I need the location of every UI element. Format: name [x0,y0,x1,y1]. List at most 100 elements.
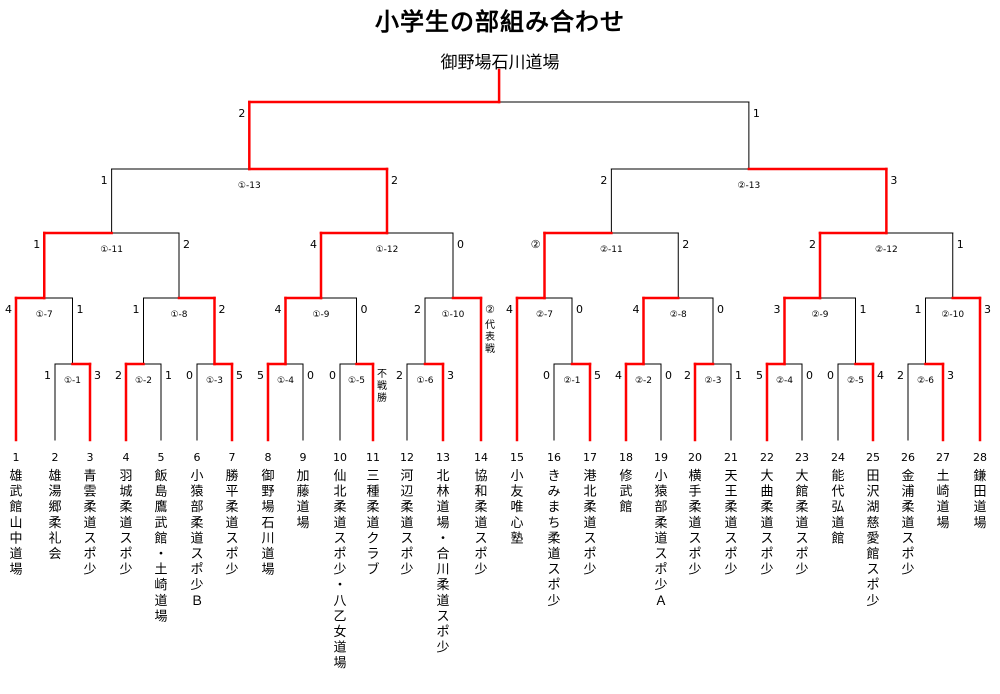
team-number: 21 [724,451,738,464]
team-number: 4 [123,451,130,464]
score-left: 1 [33,238,40,251]
team-name: 天王柔道スポ少 [724,469,737,578]
score-right: 5 [594,369,601,382]
score-right: 0 [717,303,724,316]
team-number: 10 [333,451,347,464]
score-left: 5 [257,369,264,382]
match-label: ②-13 [737,181,760,191]
match-label: ②-9 [811,310,828,320]
match-label: ②-1 [563,376,580,386]
score-right: 1 [77,303,84,316]
team-name: 田沢湖慈愛館スポ少 [866,469,879,609]
score-left: 2 [396,369,403,382]
champion-name: 御野場石川道場 [440,53,560,73]
match-label: ②-11 [600,245,623,255]
team-number: 26 [901,451,915,464]
score-left: 2 [600,174,607,187]
score-left: 2 [115,369,122,382]
score-left: 4 [506,303,513,316]
team-name: 飯島鷹武館・土崎道場 [154,469,167,624]
score-right: 4 [877,369,884,382]
match-label: ②-2 [635,376,652,386]
team-number: 12 [400,451,414,464]
team-number: 14 [474,451,488,464]
match-label: ②-12 [875,245,898,255]
team-name: 加藤道場 [296,469,309,531]
score-left: 5 [756,369,763,382]
team-name: 勝平柔道スポ少 [225,469,238,578]
team-name: 協和柔道スポ少 [474,469,487,578]
team-number: 3 [87,451,94,464]
match-label: ①-13 [238,181,261,191]
score-left: 2 [684,369,691,382]
score-left: 3 [774,303,781,316]
match-label: ②-10 [941,310,964,320]
team-name: 大館柔道スポ少 [795,469,808,578]
team-name: きみまち柔道スポ少 [547,469,560,609]
team-name: 大曲柔道スポ少 [760,469,773,578]
match-label: ②-4 [776,376,793,386]
team-name: 港北柔道スポ少 [583,469,596,578]
team-name: 修武館 [619,469,632,515]
team-name: 雄武館山中道場 [9,469,22,578]
score-right: 1 [957,238,964,251]
score-left: 4 [5,303,12,316]
score-right: 2 [682,238,689,251]
team-number: 24 [831,451,845,464]
team-name: 青雲柔道スポ少 [83,469,96,578]
team-number: 23 [795,451,809,464]
team-number: 19 [654,451,668,464]
match-label: ①-2 [135,376,152,386]
match-label: ①-10 [442,310,465,320]
team-number: 18 [619,451,633,464]
score-right: 3 [94,369,101,382]
match-note: 代表戦 [485,319,495,355]
score-right: 0 [576,303,583,316]
score-right: 0 [361,303,368,316]
team-number: 5 [158,451,165,464]
score-right: 2 [183,238,190,251]
match-label: ①-1 [64,376,81,386]
score-right: 0 [665,369,672,382]
score-right: 0 [307,369,314,382]
team-number: 22 [760,451,774,464]
score-left: 4 [633,303,640,316]
match-label: ②-6 [917,376,934,386]
match-label: ①-8 [170,310,187,320]
score-right: 2 [391,174,398,187]
score-left: 1 [101,174,108,187]
score-right: 3 [984,303,991,316]
score-left: 0 [543,369,550,382]
team-number: 28 [973,451,987,464]
score-right: 5 [236,369,243,382]
score-left: 2 [238,107,245,120]
team-name: 金浦柔道スポ少 [901,468,914,578]
team-number: 6 [194,451,201,464]
score-right: 1 [860,303,867,316]
match-note: 不戦勝 [377,369,387,404]
match-label: ②-8 [670,310,687,320]
match-label: ①-7 [36,310,53,320]
team-name: 小猿部柔道スポ少Ａ [654,469,667,609]
score-right: 1 [753,107,760,120]
team-number: 2 [52,451,59,464]
score-left: 2 [897,369,904,382]
score-right: 0 [806,369,813,382]
score-left: 0 [827,369,834,382]
match-label: ②-3 [704,376,721,386]
match-label: ①-4 [277,376,294,386]
score-right: 3 [890,174,897,187]
score-left: 1 [915,303,922,316]
score-left: 0 [186,369,193,382]
score-right: 1 [735,369,742,382]
team-name: 小猿部柔道スポ少Ｂ [190,469,203,609]
team-name: 御野場石川道場 [261,469,274,578]
team-number: 27 [936,451,950,464]
match-label: ①-5 [348,376,365,386]
score-left: 4 [310,238,317,251]
match-label: ①-11 [100,245,123,255]
team-number: 11 [366,451,380,464]
team-number: 20 [688,451,702,464]
team-name: 三種柔道クラブ [366,469,379,578]
team-number: 1 [13,451,20,464]
